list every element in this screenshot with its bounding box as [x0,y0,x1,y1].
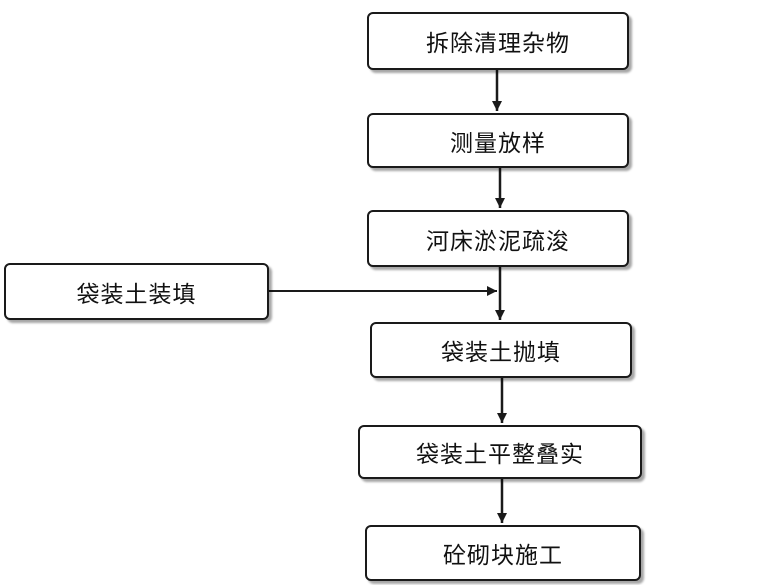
step-survey-layout: 测量放样 [367,113,629,168]
step-bag-placing: 袋装土抛填 [370,322,632,378]
step-bag-filling: 袋装土装填 [4,263,269,320]
step-remove-debris: 拆除清理杂物 [367,12,629,70]
step-dredging: 河床淤泥疏浚 [367,210,629,267]
step-bag-leveling: 袋装土平整叠实 [358,425,642,479]
step-label: 砼砌块施工 [443,543,563,569]
step-label: 袋装土平整叠实 [416,442,584,468]
step-label: 测量放样 [450,130,546,157]
step-block-masonry: 砼砌块施工 [365,525,641,581]
step-label: 袋装土抛填 [441,340,561,366]
step-label: 拆除清理杂物 [426,31,570,57]
step-label: 袋装土装填 [76,281,197,308]
step-label: 河床淤泥疏浚 [426,228,570,255]
